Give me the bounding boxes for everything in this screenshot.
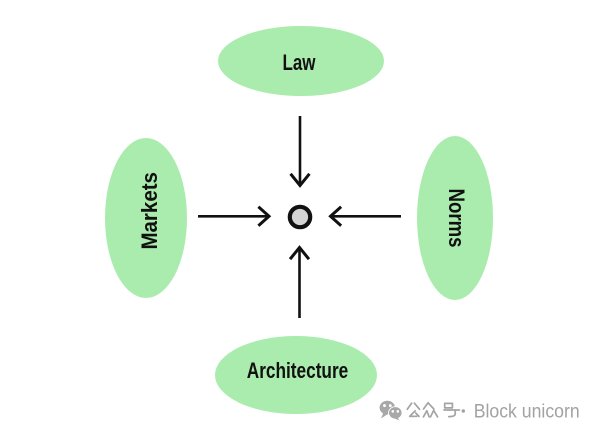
svg-text:Block unicorn: Block unicorn xyxy=(474,400,580,422)
svg-text:Law: Law xyxy=(283,50,317,75)
svg-text:Norms: Norms xyxy=(444,189,469,248)
svg-text:Markets: Markets xyxy=(137,172,162,250)
svg-text:Architecture: Architecture xyxy=(247,358,349,383)
